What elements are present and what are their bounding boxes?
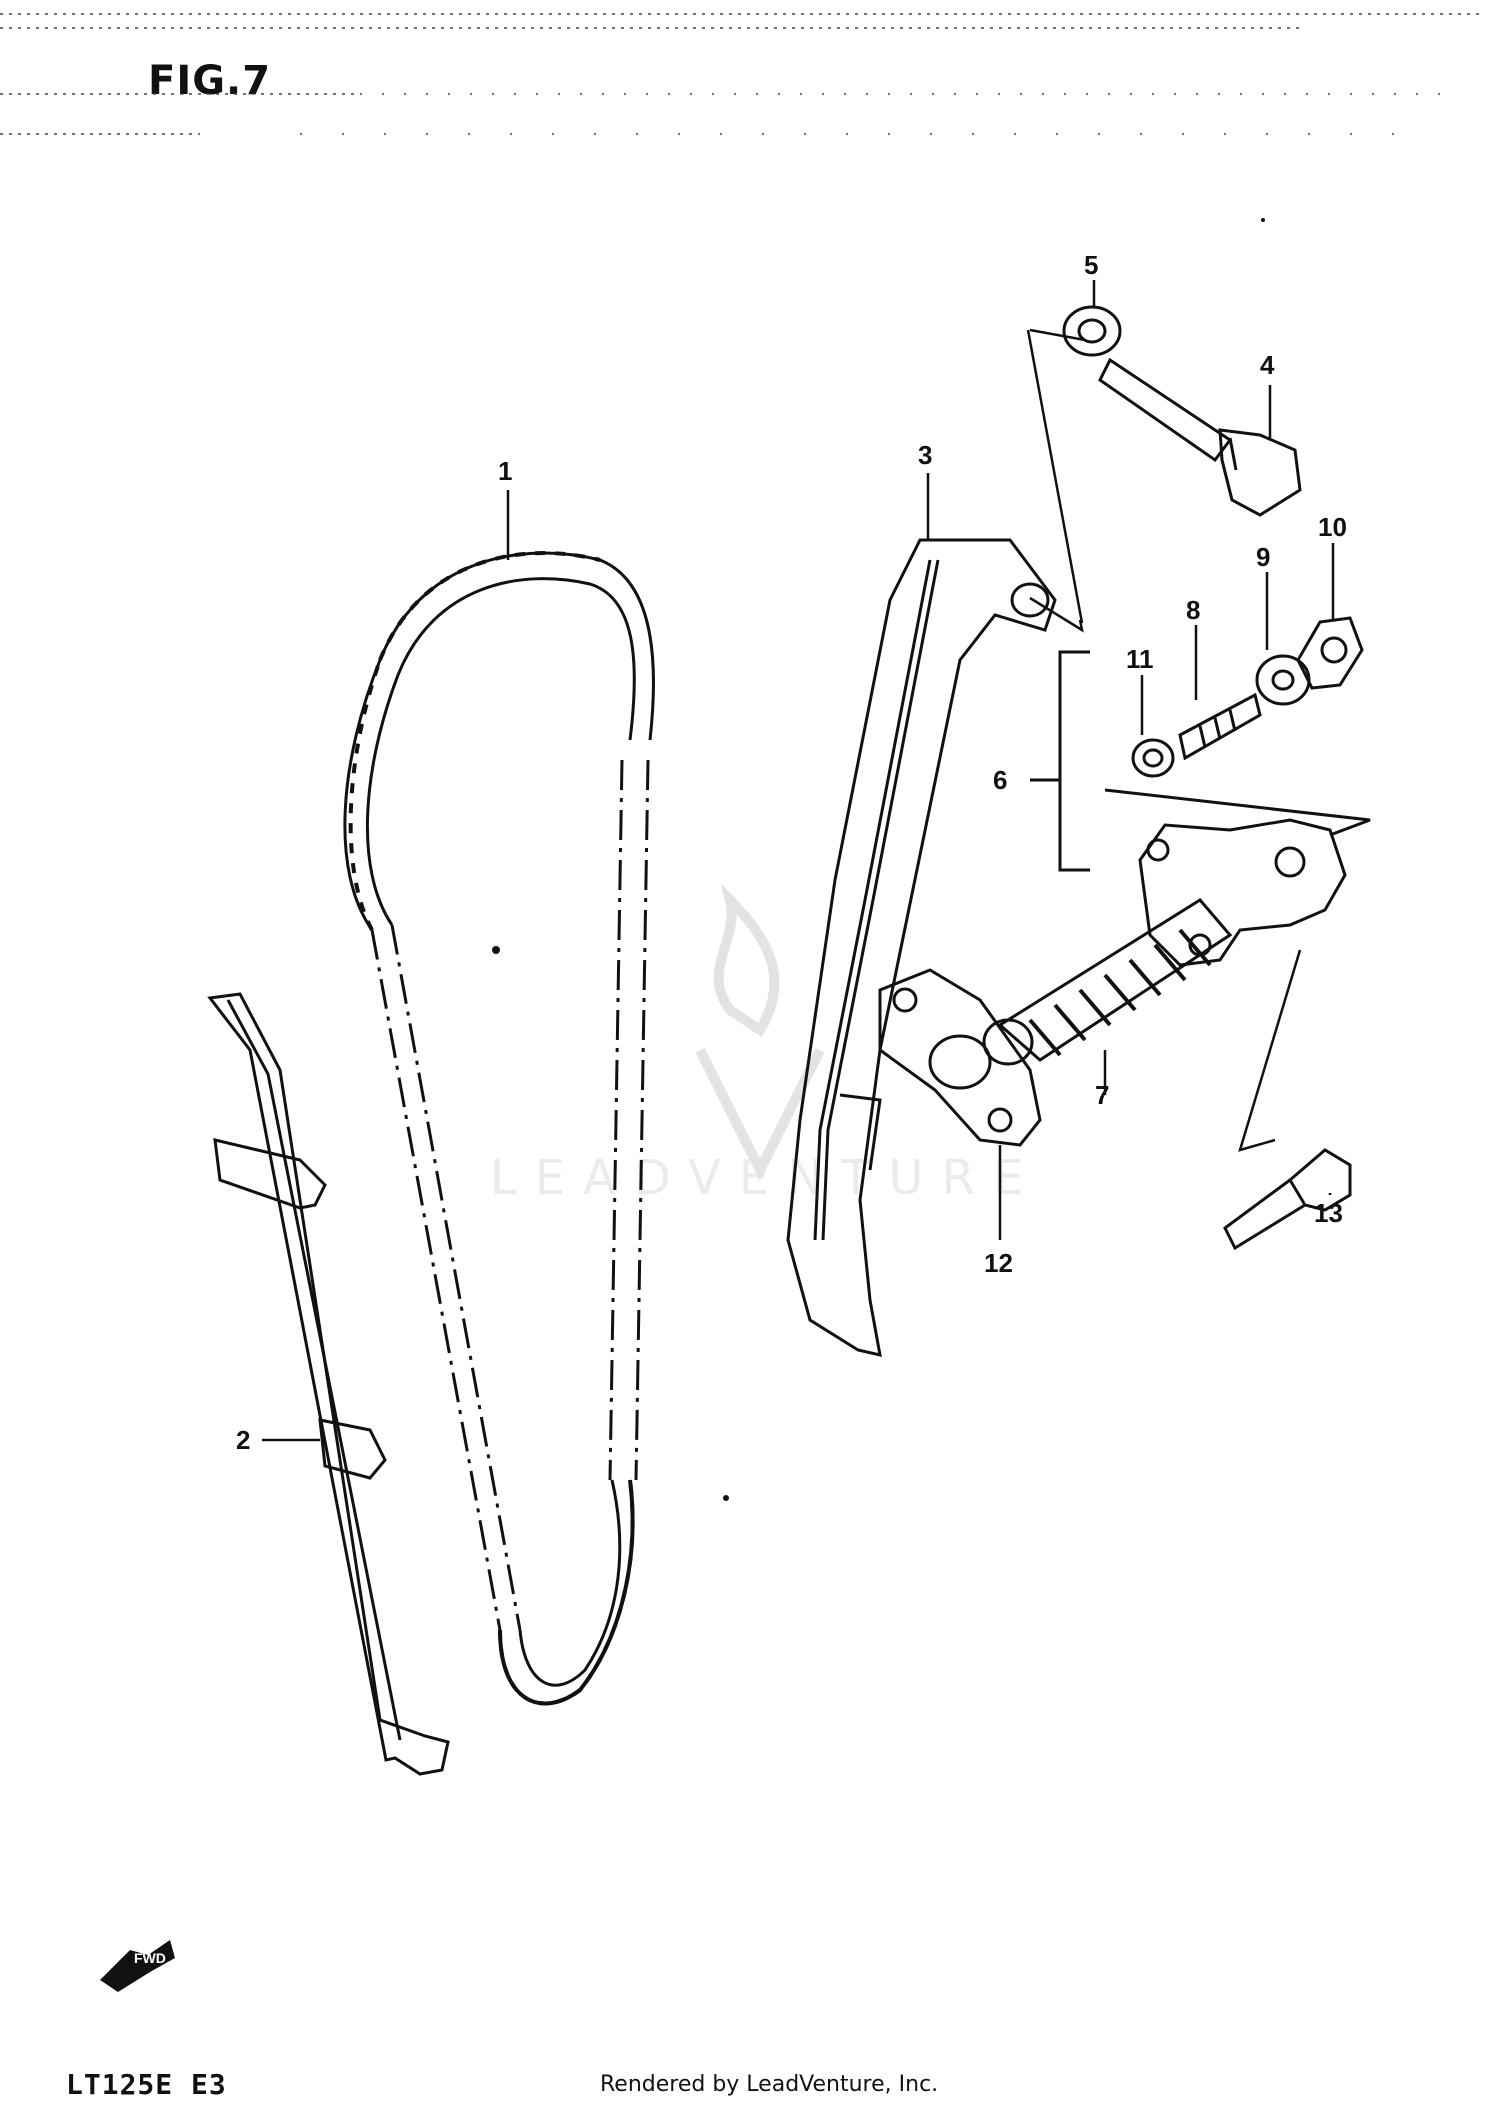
assembly-triangle-lower xyxy=(1238,949,1302,1152)
group-6-bracket xyxy=(1030,650,1090,872)
assembly-triangle-upper xyxy=(1026,328,1086,633)
part-13-bolt xyxy=(1223,1148,1352,1251)
part-7-spring-plunger xyxy=(982,898,1233,1066)
part-11-washer xyxy=(1131,738,1175,778)
watermark-logo xyxy=(695,883,825,1182)
callout-4: 4 xyxy=(1260,350,1275,380)
callout-13: 13 xyxy=(1314,1198,1343,1228)
callout-11: 11 xyxy=(1126,644,1154,674)
callout-1: 1 xyxy=(498,456,513,486)
callout-7: 7 xyxy=(1095,1080,1110,1110)
part-2-chain-guide xyxy=(207,992,450,1776)
model-code: LT125E E3 xyxy=(66,2068,227,2101)
part-3-tensioner-arm xyxy=(786,538,1057,1357)
front-marker-label: FWD xyxy=(134,1950,166,1966)
part-8-stud xyxy=(1178,692,1262,761)
part-12-gasket xyxy=(878,968,1042,1147)
callout-8: 8 xyxy=(1186,595,1201,625)
part-4-bolt xyxy=(1098,357,1302,517)
leader-lines xyxy=(262,280,1335,1442)
part-1-cam-chain xyxy=(343,551,655,1706)
callout-5: 5 xyxy=(1084,250,1099,280)
callout-9: 9 xyxy=(1256,542,1271,572)
part-10-nut xyxy=(1296,616,1364,690)
scan-noise xyxy=(0,13,1480,135)
arrow-fwd-icon xyxy=(100,1940,175,1992)
part-5-washer xyxy=(1062,305,1122,357)
callout-2: 2 xyxy=(236,1425,251,1455)
scan-specks xyxy=(492,218,1265,1501)
callout-3: 3 xyxy=(918,440,933,470)
callout-10: 10 xyxy=(1318,512,1347,542)
part-6-tensioner-body xyxy=(1104,788,1371,967)
callout-6: 6 xyxy=(993,765,1008,795)
footer-credit: Rendered by LeadVenture, Inc. xyxy=(600,2072,939,2097)
figure-title: FIG.7 xyxy=(148,58,272,104)
callout-12: 12 xyxy=(984,1248,1013,1278)
